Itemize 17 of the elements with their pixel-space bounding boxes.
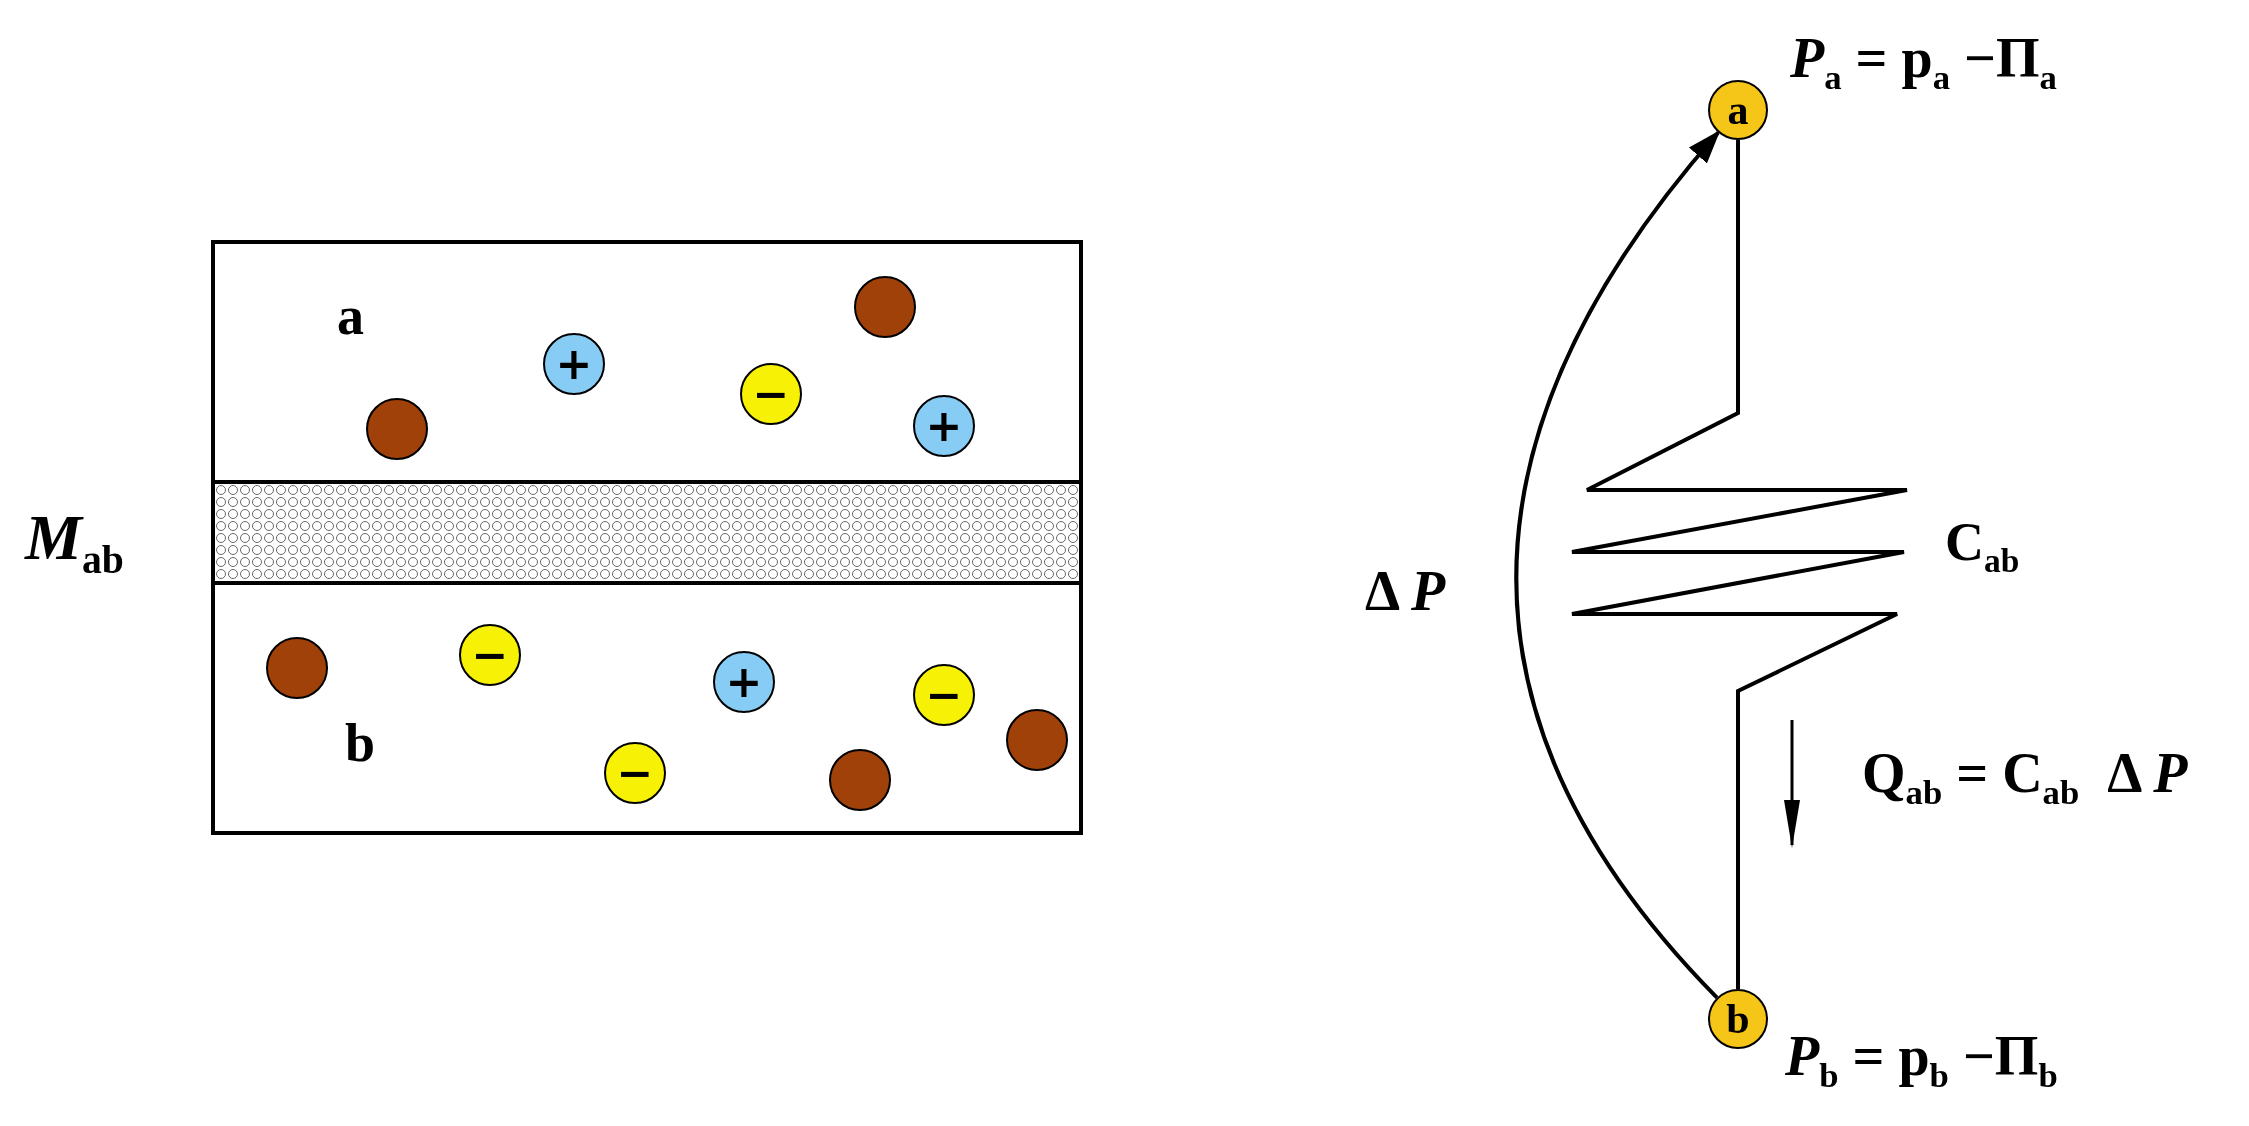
anion-circle: − bbox=[740, 363, 802, 425]
curved-arrow bbox=[1514, 130, 1720, 999]
cation-circle: + bbox=[913, 395, 975, 457]
anion-circle: − bbox=[913, 664, 975, 726]
compartment-label: b bbox=[345, 716, 376, 770]
compartment-label: a bbox=[337, 289, 364, 343]
cation-circle: + bbox=[543, 333, 605, 395]
pressure-formula: P$_{a}$ = p$_{a}$ −Π$_{a}$ bbox=[1790, 30, 2057, 96]
anion-circle: − bbox=[604, 742, 666, 804]
membrane-label: M$_{ab}$ bbox=[25, 506, 124, 581]
capacitor-wire bbox=[1570, 140, 1909, 989]
pressure-formula: P$_{b}$ = p$_{b}$ −Π$_{b}$ bbox=[1785, 1028, 2058, 1094]
cation-circle: + bbox=[713, 651, 775, 713]
junction-node: a bbox=[1708, 80, 1768, 140]
anion-circle: − bbox=[459, 624, 521, 686]
flow-equation: Q$_{ab}$ = C$_{ab}$ Δ P bbox=[1862, 745, 2188, 811]
junction-node: b bbox=[1708, 989, 1768, 1049]
